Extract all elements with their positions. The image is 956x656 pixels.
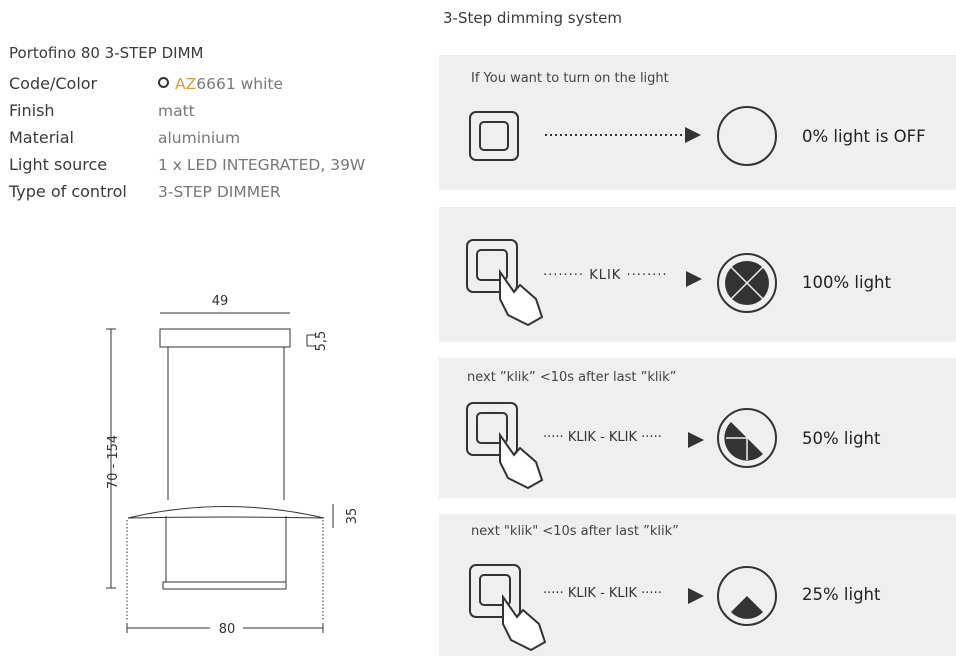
spec-value-control: 3-STEP DIMMER (158, 183, 281, 201)
step-caption: If You want to turn on the light (471, 71, 669, 86)
dim-step-panel-50: next ”klik” <10s after last ”klik” ·····… (439, 358, 956, 498)
arrow-head-icon (686, 271, 702, 287)
section-title: 3-Step dimming system (443, 9, 622, 27)
spec-value-material: aluminium (158, 129, 241, 147)
spec-value-light-source: 1 x LED INTEGRATED, 39W (158, 156, 366, 174)
dim-canopy-height: 5,5 (314, 331, 329, 352)
spec-value-finish: matt (158, 102, 195, 120)
dim-height-range: 70 - 154 (106, 435, 121, 489)
spec-label-code: Code/Color (9, 74, 98, 93)
bulb-full-icon (717, 253, 777, 313)
code-prefix: AZ (175, 75, 197, 93)
klik-label: KLIK - KLIK (567, 430, 638, 445)
spec-label-control: Type of control (9, 182, 127, 201)
bulb-off-icon (717, 106, 777, 166)
dim-top-width: 49 (212, 294, 229, 309)
switch-press-icon (469, 564, 547, 652)
lower-bar (162, 581, 287, 590)
step-result: 100% light (802, 273, 891, 292)
dim-step-panel-off: If You want to turn on the light 0% ligh… (439, 55, 956, 190)
step-result: 25% light (802, 585, 881, 604)
dim-bottom-width: 80 (219, 622, 236, 637)
klik-label: KLIK (589, 268, 622, 283)
product-title: Portofino 80 3-STEP DIMM (9, 44, 204, 62)
color-dot-icon (158, 77, 169, 88)
dim-step-panel-25: next "klik" <10s after last ”klik” ·····… (439, 514, 956, 656)
spec-label-finish: Finish (9, 101, 55, 120)
step-result: 0% light is OFF (802, 127, 926, 146)
shade (127, 506, 325, 519)
step-result: 50% light (802, 429, 881, 448)
spec-label-light-source: Light source (9, 155, 108, 174)
bulb-quarter-icon (717, 566, 777, 626)
spec-value-code: AZ6661 white (158, 75, 283, 93)
spec-label-material: Material (9, 128, 74, 147)
step-caption: next "klik" <10s after last ”klik” (471, 524, 679, 539)
switch-icon (469, 111, 519, 161)
canopy (159, 328, 291, 348)
dotted-arrow-icon (545, 127, 701, 143)
technical-drawing: 49 5,5 70 - 154 35 80 (106, 294, 360, 637)
arrow-head-icon (688, 432, 704, 448)
dim-shade-height: 35 (345, 508, 360, 525)
code-rest: 6661 white (196, 75, 284, 93)
bulb-half-icon (717, 408, 777, 468)
klik-label: KLIK - KLIK (567, 586, 638, 601)
switch-press-icon (466, 402, 544, 490)
step-caption: next ”klik” <10s after last ”klik” (467, 370, 677, 385)
switch-press-icon (466, 239, 544, 327)
dim-step-panel-100: ········ KLIK ········ 100% light (439, 207, 956, 342)
arrow-head-icon (688, 588, 704, 604)
